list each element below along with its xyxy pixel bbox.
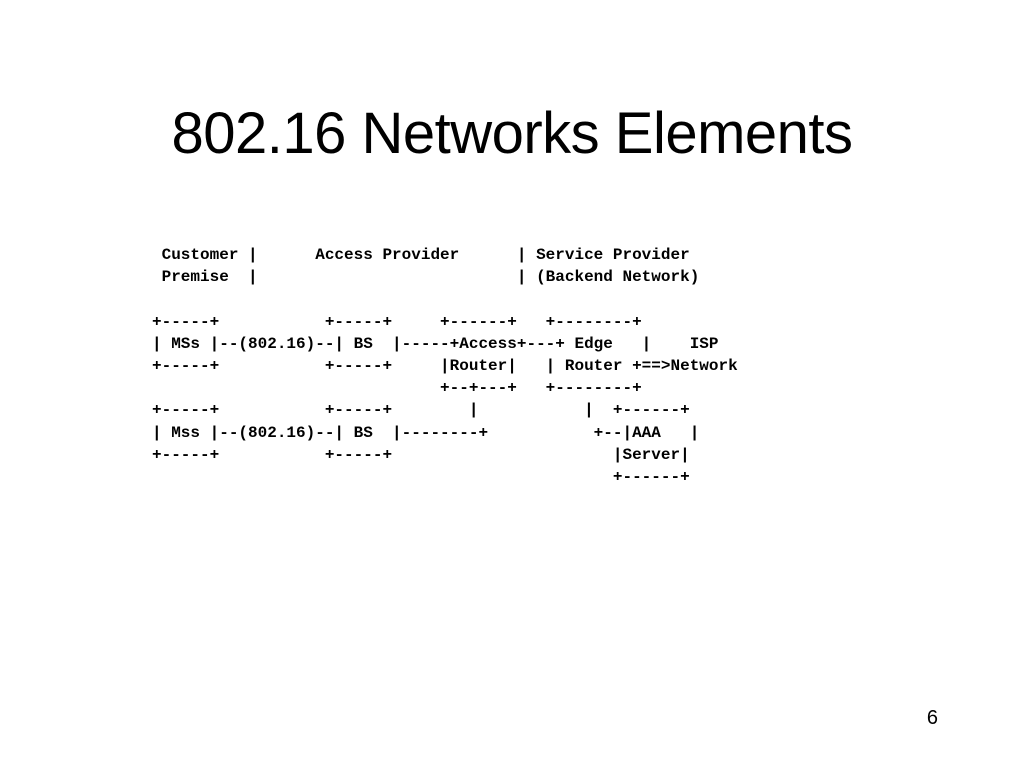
diagram-line-box-bottom-1: +-----+ +-----+ |Router| | Router +==>Ne…: [152, 356, 738, 375]
diagram-line-mss-bs-access: | MSs |--(802.16)--| BS |-----+Access+--…: [152, 334, 719, 353]
diagram-line-header-1: Customer | Access Provider | Service Pro…: [152, 246, 690, 264]
diagram-line-box-bottom-2: +-----+ +-----+ |Server|: [152, 445, 690, 464]
diagram-line-box-top-1: +-----+ +-----+ +------+ +--------+: [152, 312, 642, 331]
slide-number: 6: [926, 707, 938, 729]
diagram-line-blank: [152, 288, 738, 310]
diagram-line-header-2: Premise | | (Backend Network): [152, 268, 700, 287]
diagram-line-router-bottom: +--+---+ +--------+: [152, 379, 642, 398]
network-ascii-diagram: Customer | Access Provider | Service Pro…: [152, 244, 738, 488]
diagram-line-aaa-bottom: +------+: [152, 467, 690, 486]
slide-title: 802.16 Networks Elements: [171, 101, 853, 166]
diagram-line-box-top-2: +-----+ +-----+ | | +------+: [152, 401, 690, 420]
diagram-line-mss-bs-aaa: | Mss |--(802.16)--| BS |--------+ +--|A…: [152, 423, 700, 442]
